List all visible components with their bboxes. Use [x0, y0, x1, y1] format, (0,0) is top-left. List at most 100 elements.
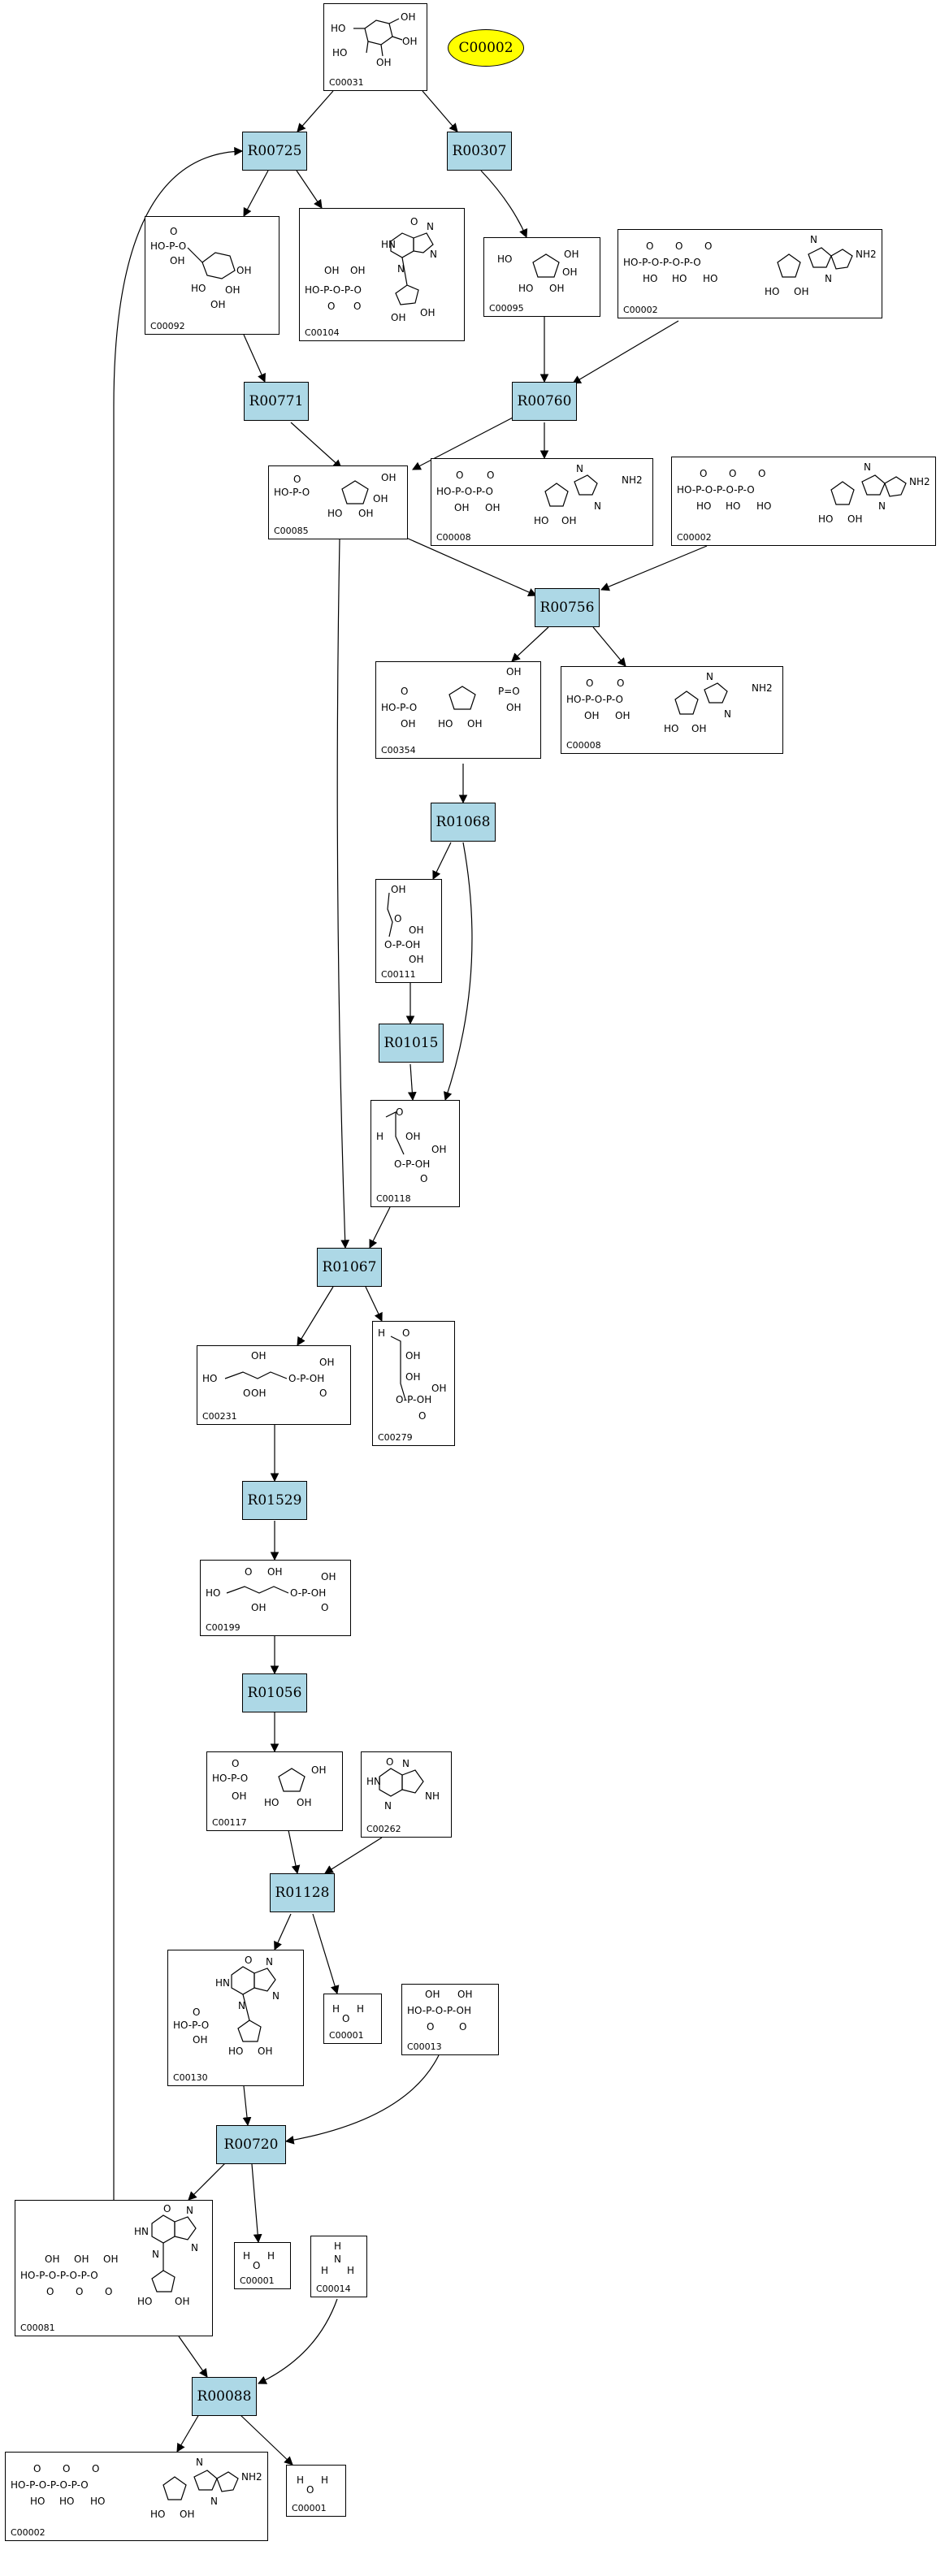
edge-r01128-c00130 — [274, 1913, 292, 1950]
svg-text:HO-P-O: HO-P-O — [150, 240, 186, 252]
compound-c00118[interactable]: O H OH O-P-OH OH O C00118 — [370, 1100, 460, 1207]
compound-id: C00104 — [305, 327, 340, 338]
reaction-r00760[interactable]: R00760 — [512, 382, 577, 421]
compound-c00085[interactable]: HO-P-O O OH OH HO OH C00085 — [268, 465, 408, 539]
svg-text:OH: OH — [454, 502, 469, 513]
compound-c00231[interactable]: HO OH OH O-P-OH OH O O C00231 — [197, 1345, 351, 1425]
svg-text:O: O — [418, 1410, 426, 1422]
svg-text:O: O — [459, 2021, 466, 2033]
structure-c00014: H N H H — [321, 2240, 354, 2276]
svg-text:HO: HO — [664, 723, 678, 734]
compound-c00279[interactable]: H O OH OH O-P-OH OH O C00279 — [372, 1321, 455, 1446]
edge-r01128-c00001a — [312, 1913, 340, 1995]
svg-text:NH2: NH2 — [622, 474, 643, 486]
structure-c00031: HO OH HO OH OH — [331, 11, 417, 68]
compound-c00013[interactable]: HO-P-O-P-OH OH OH O O C00013 — [401, 1984, 499, 2055]
edge-r01067-c00231 — [297, 1286, 334, 1346]
svg-text:O-P-OH: O-P-OH — [394, 1158, 430, 1170]
compound-id: C00001 — [292, 2503, 327, 2513]
structure-c00002-c: HO-P-O-P-O-P-O O O O HO HO HO HO OH N N … — [11, 2457, 262, 2520]
compound-c00031[interactable]: HO OH HO OH OH C00031 — [323, 3, 427, 91]
structure-c00092: HO-P-O O OH HO OH OH OH — [150, 226, 251, 310]
svg-text:OH: OH — [402, 36, 417, 47]
svg-text:OH: OH — [297, 1797, 311, 1808]
structure-c00117: HO-P-O O OH HO OH OH — [212, 1758, 326, 1808]
svg-text:HO: HO — [726, 500, 740, 512]
svg-text:HO: HO — [518, 283, 533, 294]
compound-c00117[interactable]: HO-P-O O OH HO OH OH C00117 — [206, 1751, 343, 1831]
svg-text:HO: HO — [327, 508, 342, 519]
compound-c00104[interactable]: O HN N N N OH OH HO-P-O-P-O O O OH OH C0… — [299, 208, 465, 341]
svg-text:O: O — [758, 468, 765, 479]
reaction-r01067[interactable]: R01067 — [317, 1248, 382, 1287]
compound-c00002-b[interactable]: HO-P-O-P-O-P-O O O O HO HO HO HO OH N N … — [671, 457, 936, 546]
svg-text:O: O — [243, 1388, 250, 1399]
reaction-r00725[interactable]: R00725 — [242, 132, 307, 171]
compound-id: C00001 — [240, 2275, 275, 2286]
edge-r01015-c00118 — [407, 1063, 417, 1102]
svg-text:O: O — [700, 468, 707, 479]
compound-c00001-b[interactable]: H O H C00001 — [234, 2242, 291, 2289]
svg-text:N: N — [402, 1758, 410, 1769]
svg-text:N: N — [576, 463, 583, 474]
compound-c00001-c[interactable]: H O H C00001 — [286, 2465, 346, 2517]
edge-r00756-c00354 — [511, 626, 549, 662]
svg-text:O-P-OH: O-P-OH — [288, 1373, 324, 1384]
svg-text:O: O — [420, 1173, 427, 1184]
reaction-r01056[interactable]: R01056 — [242, 1673, 307, 1712]
svg-text:OH: OH — [457, 1989, 472, 2000]
compound-c00095[interactable]: HO OH HO OH OH C00095 — [483, 237, 600, 317]
compound-c00262[interactable]: O HN N N NH C00262 — [361, 1751, 452, 1838]
compound-id: C00081 — [20, 2323, 55, 2333]
reaction-r00756[interactable]: R00756 — [535, 588, 600, 627]
compound-c00001-a[interactable]: H O H C00001 — [323, 1994, 382, 2044]
svg-text:OH: OH — [45, 2253, 59, 2265]
reaction-r00088[interactable]: R00088 — [192, 2377, 257, 2416]
svg-text:OH: OH — [431, 1144, 446, 1155]
compound-c00002-c[interactable]: HO-P-O-P-O-P-O O O O HO HO HO HO OH N N … — [5, 2452, 268, 2541]
compound-c00092[interactable]: HO-P-O O OH HO OH OH OH C00092 — [145, 216, 280, 335]
compound-id: C00092 — [150, 321, 185, 331]
reaction-r01068[interactable]: R01068 — [431, 803, 496, 842]
svg-text:OH: OH — [236, 265, 251, 276]
svg-text:OH: OH — [358, 508, 373, 519]
structure-c00085: HO-P-O O OH OH HO OH — [274, 472, 396, 519]
svg-text:N: N — [334, 2253, 341, 2265]
compound-c00008-b[interactable]: HO-P-O-P-O O O OH OH HO OH N N NH2 C0000… — [561, 666, 783, 754]
svg-text:OH: OH — [562, 266, 577, 278]
svg-text:NH2: NH2 — [856, 249, 877, 260]
compound-c00002-a[interactable]: HO-P-O-P-O-P-O O O O HO HO HO HO OH N N … — [618, 229, 882, 318]
reaction-r00771[interactable]: R00771 — [244, 382, 309, 421]
svg-text:OH: OH — [549, 283, 564, 294]
svg-text:HO-P-O-P-O: HO-P-O-P-O — [566, 694, 623, 705]
svg-text:OH: OH — [170, 255, 184, 266]
highlight-ellipse-c00002[interactable]: C00002 — [448, 29, 524, 67]
compound-id: C00013 — [407, 2041, 442, 2052]
svg-text:OH: OH — [311, 1764, 326, 1776]
edge-c00117-r01128 — [288, 1829, 301, 1875]
reaction-r00720[interactable]: R00720 — [216, 2125, 286, 2164]
compound-id: C00354 — [381, 745, 416, 755]
svg-text:OH: OH — [409, 924, 423, 936]
reaction-r01015[interactable]: R01015 — [379, 1024, 444, 1063]
compound-id: C00001 — [329, 2030, 364, 2041]
compound-c00130[interactable]: O HN N N N HO-P-O O OH HO OH C00130 — [167, 1950, 304, 2086]
compound-c00008[interactable]: HO-P-O-P-O O O OH OH HO OH N N NH2 C0000… — [431, 458, 653, 546]
structure-c00081: O HN N N N OH OH OH HO-P-O-P-O-P-O O O O… — [20, 2203, 198, 2307]
reaction-r00307[interactable]: R00307 — [447, 132, 512, 171]
compound-c00111[interactable]: OH O O-P-OH OH OH C00111 — [375, 879, 442, 983]
edge-r00720-c00001b — [251, 2163, 262, 2244]
svg-text:OH: OH — [381, 472, 396, 483]
svg-text:H: H — [297, 2474, 304, 2486]
structure-c00095: HO OH HO OH OH — [497, 249, 578, 294]
compound-c00199[interactable]: HO O OH OH O-P-OH OH O C00199 — [200, 1560, 351, 1636]
compound-c00354[interactable]: HO-P-O O OH OH HO OH P=O OH C00354 — [375, 661, 541, 759]
reaction-r01128[interactable]: R01128 — [270, 1873, 335, 1912]
compound-c00081[interactable]: O HN N N N OH OH OH HO-P-O-P-O-P-O O O O… — [15, 2200, 213, 2336]
edge-c00002a-r00760 — [572, 320, 679, 384]
svg-text:O: O — [253, 2260, 260, 2271]
svg-text:O: O — [410, 216, 418, 227]
compound-c00014[interactable]: H N H H C00014 — [310, 2236, 367, 2297]
svg-text:H: H — [332, 2003, 340, 2015]
reaction-r01529[interactable]: R01529 — [242, 1481, 307, 1520]
